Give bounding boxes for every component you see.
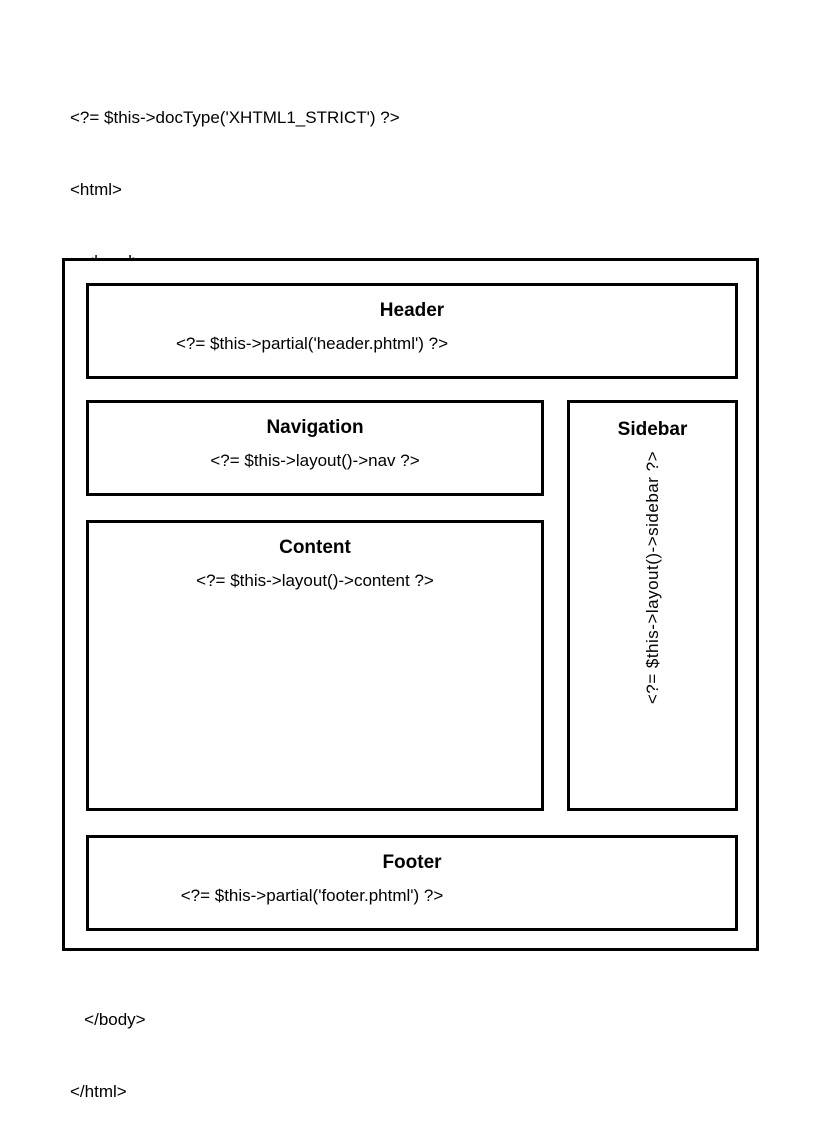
region-content: Content <?= $this->layout()->content ?> [86,520,544,811]
code-line: <html> [70,180,122,199]
region-title-content: Content [279,537,351,558]
region-title-navigation: Navigation [266,417,364,438]
code-line: </html> [70,1082,127,1101]
region-code-footer: <?= $this->partial('footer.phtml') ?> [180,886,444,905]
region-navigation: Navigation <?= $this->layout()->nav ?> [86,400,544,496]
region-code-content: <?= $this->layout()->content ?> [196,571,434,590]
region-title-header: Header [379,300,445,321]
layout-frame: Header <?= $this->partial('header.phtml'… [62,258,759,951]
region-code-header: <?= $this->partial('header.phtml') ?> [175,334,449,353]
region-sidebar: Sidebar <?= $this->layout()->sidebar ?> [567,400,738,811]
region-title-footer: Footer [382,852,442,873]
region-header: Header <?= $this->partial('header.phtml'… [86,283,738,379]
region-footer: Footer <?= $this->partial('footer.phtml'… [86,835,738,931]
code-line: </body> [70,1010,146,1029]
region-code-sidebar: <?= $this->layout()->sidebar ?> [643,451,662,705]
code-block-bottom: </body> </html> [70,960,146,1128]
code-line: <?= $this->docType('XHTML1_STRICT') ?> [70,108,400,127]
region-title-sidebar: Sidebar [617,419,688,440]
region-code-sidebar-wrap: <?= $this->layout()->sidebar ?> [570,451,735,804]
region-code-navigation: <?= $this->layout()->nav ?> [210,451,420,470]
